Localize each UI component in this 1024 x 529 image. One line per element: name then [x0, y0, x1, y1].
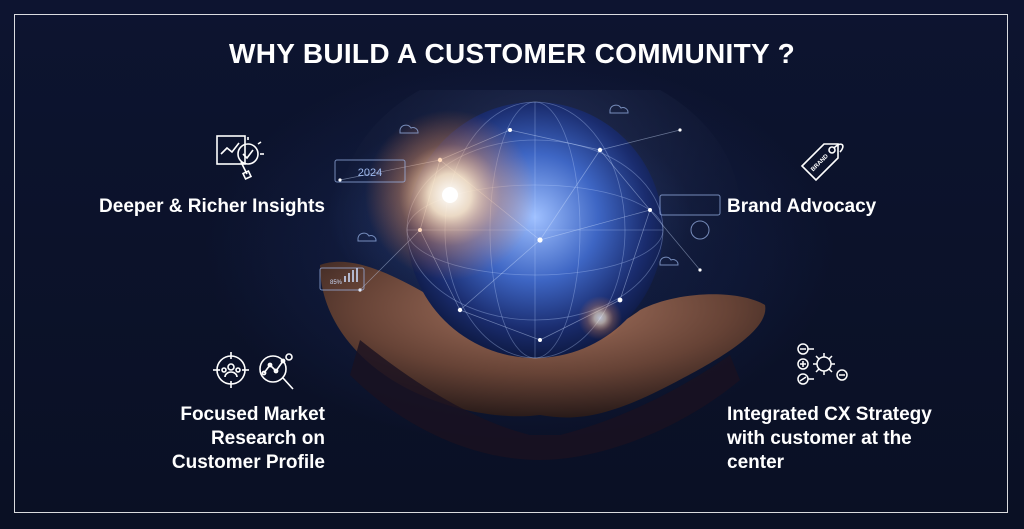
benefit-integrated-cx-line-3: center [727, 452, 785, 473]
benefit-focused-research-line-1: Focused Market [180, 404, 325, 425]
benefit-focused-research: Focused Market Research on Customer Prof… [60, 403, 325, 475]
benefit-focused-research-line-3: Customer Profile [171, 452, 325, 473]
benefit-integrated-cx-line-2: with customer at the [727, 428, 912, 449]
svg-text:BRAND: BRAND [810, 153, 830, 173]
target-audience-icon [213, 352, 249, 388]
hud-year-badge: 2024 [358, 167, 382, 179]
research-magnifier-icon [259, 353, 294, 390]
page-title: WHY BUILD A CUSTOMER COMMUNITY ? [229, 38, 795, 69]
benefit-integrated-cx-line-1: Integrated CX Strategy [727, 404, 932, 425]
cx-gear-strategy-icon [797, 343, 848, 385]
benefit-deeper-insights: Deeper & Richer Insights [99, 196, 325, 217]
benefit-integrated-cx: Integrated CX Strategy with customer at … [727, 403, 1002, 475]
insights-magnifier-icon [216, 135, 264, 181]
benefit-focused-research-line-2: Research on [210, 428, 325, 449]
border-frame [14, 14, 1008, 513]
brand-tag-icon: BRAND [800, 143, 844, 182]
benefit-brand-advocacy: Brand Advocacy [727, 196, 877, 217]
hud-percent-badge: 85% [330, 280, 343, 286]
globe-in-hands-illustration: 2024 85% [319, 90, 766, 460]
